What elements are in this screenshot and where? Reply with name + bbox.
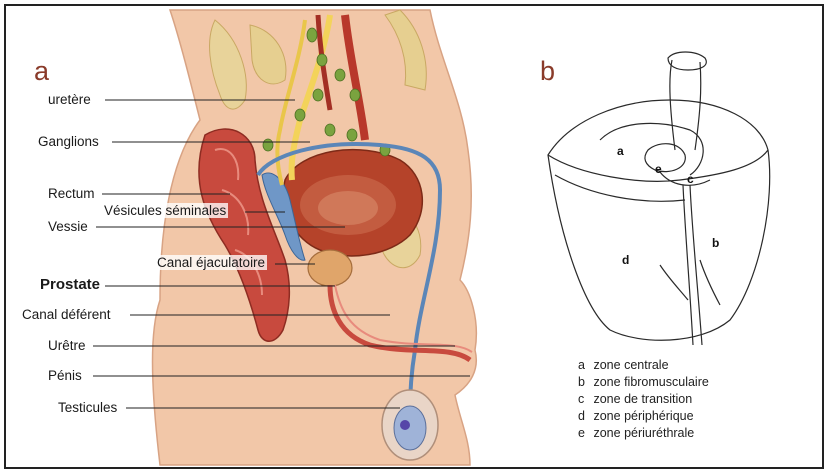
label-vesicules-seminales: Vésicules séminales [102,203,228,218]
legend-key: d [578,408,590,425]
label-canal-deferent: Canal déférent [22,307,111,322]
legend-key: e [578,425,590,442]
legend-text: zone de transition [593,392,692,406]
label-vessie: Vessie [48,219,88,234]
legend-text: zone périphérique [593,409,693,423]
zones-legend: a zone centrale b zone fibromusculaire c… [578,357,709,442]
label-uretere: uretère [48,92,91,107]
zone-letter-a: a [617,144,624,158]
label-prostate: Prostate [40,276,100,293]
legend-key: c [578,391,590,408]
legend-key: b [578,374,590,391]
legend-text: zone périuréthrale [593,426,694,440]
label-penis: Pénis [48,368,82,383]
zone-letter-c: c [687,172,694,186]
legend-row-a: a zone centrale [578,357,709,374]
label-uretre: Urêtre [48,338,86,353]
legend-row-c: c zone de transition [578,391,709,408]
label-canal-ejaculatoire: Canal éjaculatoire [155,255,267,270]
label-testicules: Testicules [58,400,117,415]
legend-text: zone fibromusculaire [593,375,708,389]
legend-row-b: b zone fibromusculaire [578,374,709,391]
legend-key: a [578,357,590,374]
zone-letter-e: e [655,162,662,176]
zone-letter-d: d [622,253,629,267]
legend-row-e: e zone périuréthrale [578,425,709,442]
legend-row-d: d zone périphérique [578,408,709,425]
legend-text: zone centrale [593,358,668,372]
label-rectum: Rectum [48,186,95,201]
zone-letter-b: b [712,236,719,250]
label-ganglions: Ganglions [38,134,99,149]
